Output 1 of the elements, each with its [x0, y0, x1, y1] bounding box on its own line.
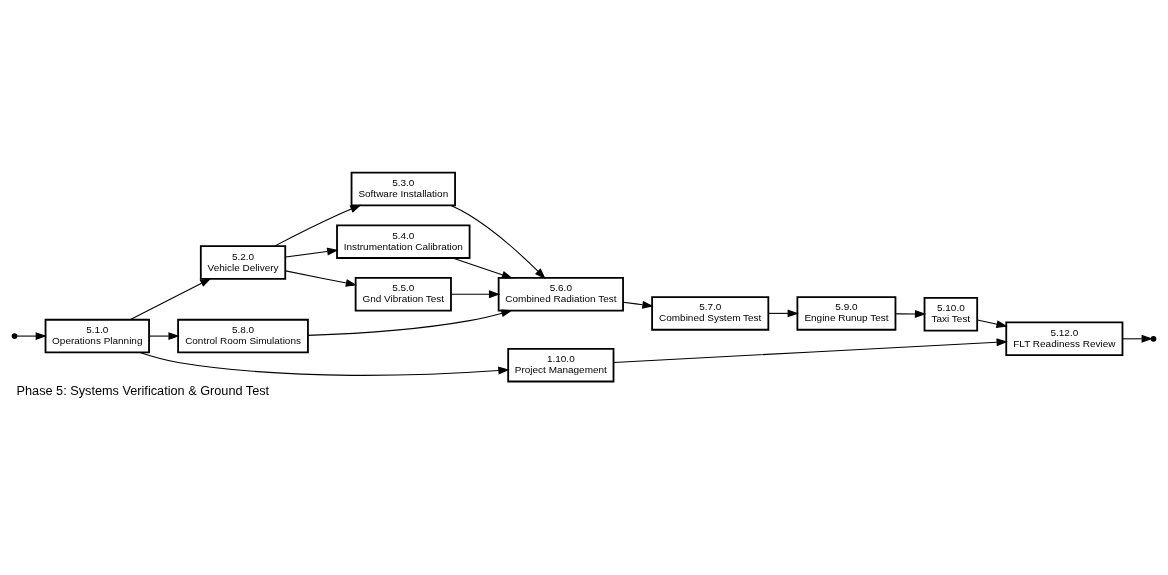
caption: Phase 5: Systems Verification & Ground Test — [16, 383, 270, 399]
